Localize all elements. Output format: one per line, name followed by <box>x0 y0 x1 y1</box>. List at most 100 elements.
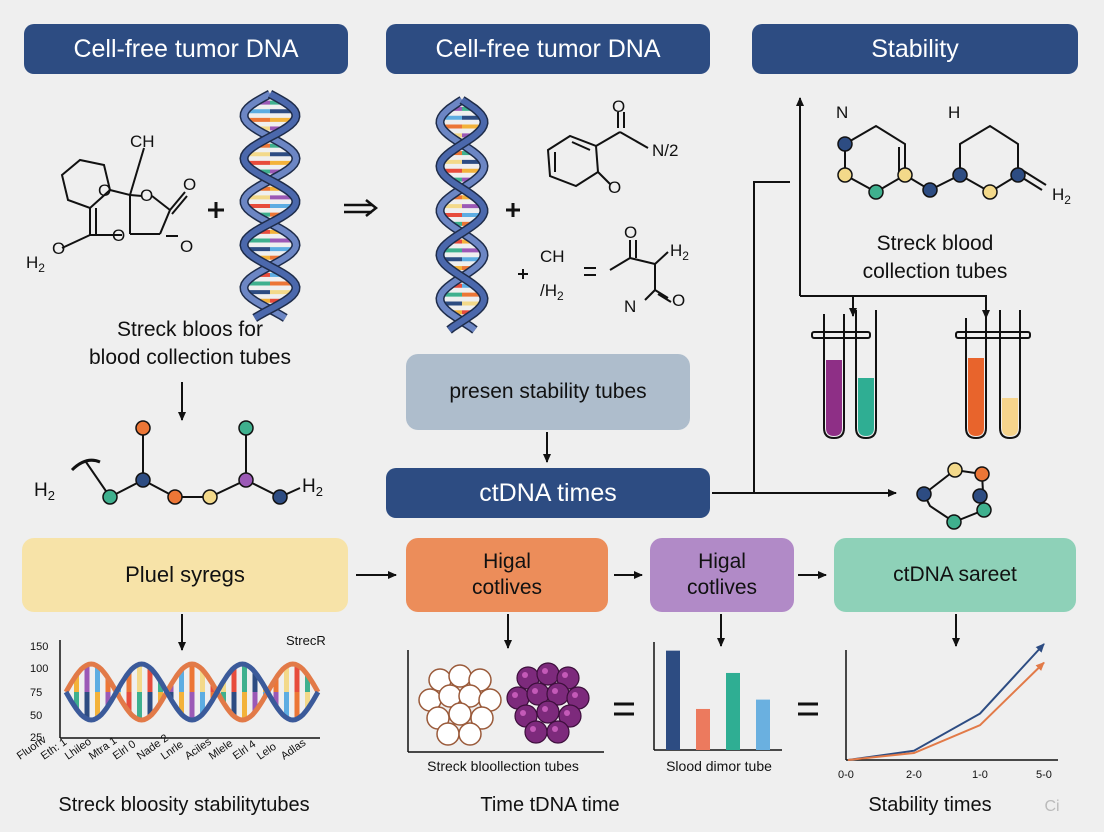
helix-strand <box>436 97 488 333</box>
chart-helix-axes <box>59 640 320 739</box>
x-tick-label: Adlas <box>279 737 309 763</box>
chart-caption: Streck bloollection tubes <box>427 758 579 774</box>
helix-strand <box>436 97 488 333</box>
atom-label: H2 <box>34 480 55 503</box>
atom-label: H2 <box>670 241 689 263</box>
footer-label: Stability times <box>868 794 992 816</box>
sphere-highlight <box>530 726 536 732</box>
atom-label: O <box>624 223 637 242</box>
dna-double-helix-middle <box>435 96 489 334</box>
ctdna-times-box: ctDNA times <box>386 468 710 518</box>
flow-box-1: Pluel syregs <box>22 538 348 612</box>
box-label: ctDNA sareet <box>893 563 1017 586</box>
atom-label: O <box>612 97 625 116</box>
dna-helix-chart <box>63 661 321 723</box>
helix-strand <box>240 91 300 321</box>
sphere-highlight <box>520 710 526 716</box>
molecule-bicyclic <box>837 124 1047 200</box>
box-label: presen stability tubes <box>449 380 647 403</box>
atom-label: N <box>624 297 636 316</box>
flow-box-3: Higal cotlives <box>650 538 794 612</box>
box-label: ctDNA times <box>479 478 617 507</box>
sphere <box>536 700 560 724</box>
sphere-highlight <box>572 692 578 698</box>
molecule-caption: Streck blood collection tubes <box>862 232 1008 283</box>
connector-lines <box>753 97 990 493</box>
box-label: Pluel syregs <box>125 562 245 587</box>
atom-label: O <box>112 226 125 245</box>
sphere-highlight <box>522 672 528 678</box>
atom-label: O <box>180 237 193 256</box>
sphere-highlight <box>512 692 518 698</box>
flow-box-2: Higal cotlives <box>406 538 608 612</box>
sphere <box>558 704 582 728</box>
y-tick-label: 150 <box>30 641 48 653</box>
sphere-cluster-filled <box>506 662 590 744</box>
x-tick-label: 1-0 <box>972 769 988 781</box>
chart-lines-axes <box>845 650 1058 761</box>
x-tick-label: Mlele <box>207 738 235 763</box>
x-tick-label: 5-0 <box>1036 769 1052 781</box>
chart-title: StrecR <box>286 633 326 648</box>
header-cell-free-dna-left: Cell-free tumor DNA <box>24 24 348 74</box>
equals-sign <box>614 702 634 716</box>
x-tick-label: Lelo <box>255 741 279 763</box>
sphere-highlight <box>562 672 568 678</box>
bar <box>726 672 740 750</box>
y-tick-label: 25 <box>30 732 42 744</box>
atom-label: O <box>52 239 65 258</box>
x-tick-label: 2-0 <box>906 769 922 781</box>
sphere <box>470 706 494 730</box>
chart-spheres-axes <box>407 650 604 753</box>
plus-sign <box>506 203 520 217</box>
helix-strand <box>240 91 300 321</box>
equals-sign-small <box>584 267 596 276</box>
sphere-cluster-empty <box>418 664 502 746</box>
atom-label: CH <box>540 247 565 266</box>
atom-label: O <box>183 175 196 194</box>
molecule-aromatic <box>546 112 649 188</box>
molecule-left-structure <box>60 147 188 249</box>
atom-label: H2 <box>302 476 323 499</box>
x-tick-label: Elrl 4 <box>231 738 258 762</box>
atom-label: H2 <box>1052 185 1071 207</box>
sphere-highlight <box>552 726 558 732</box>
helix-strand <box>63 661 321 723</box>
atom-label: O <box>140 186 153 205</box>
y-tick-label: 75 <box>30 687 42 699</box>
footer-label: Time tDNA time <box>480 794 620 816</box>
header-label: Cell-free tumor DNA <box>435 34 661 63</box>
series-line <box>847 661 1045 761</box>
watermark: Ci <box>1044 798 1060 815</box>
test-tube-pair-left <box>811 310 877 440</box>
header-cell-free-dna-middle: Cell-free tumor DNA <box>386 24 710 74</box>
molecule-amide <box>609 240 672 303</box>
bar <box>696 708 710 750</box>
atom-label: O <box>98 181 111 200</box>
sphere <box>458 722 482 746</box>
atom-label: H2 <box>26 253 45 275</box>
series-line <box>847 643 1045 761</box>
sphere-highlight <box>564 710 570 716</box>
atom-label: O <box>608 178 621 197</box>
molecule-ring <box>916 462 992 530</box>
bar-chart <box>666 650 770 750</box>
y-tick-label: 50 <box>30 710 42 722</box>
x-tick-label: Aciles <box>183 736 214 763</box>
atom-label: O <box>672 291 685 310</box>
box-label: Higal cotlives <box>686 550 758 599</box>
molecule-caption: Streck bloos for blood collection tubes <box>89 318 291 369</box>
chart-caption: Slood dimor tube <box>666 758 772 774</box>
test-tube-pair-right <box>955 310 1031 440</box>
equals-sign <box>798 702 818 716</box>
footer-label: Streck bloosity stabilitytubes <box>58 794 310 816</box>
line-chart <box>847 643 1045 761</box>
atom-label: N/2 <box>652 141 678 160</box>
header-stability: Stability <box>752 24 1078 74</box>
plus-sign-small <box>518 269 528 279</box>
header-label: Stability <box>871 34 959 63</box>
